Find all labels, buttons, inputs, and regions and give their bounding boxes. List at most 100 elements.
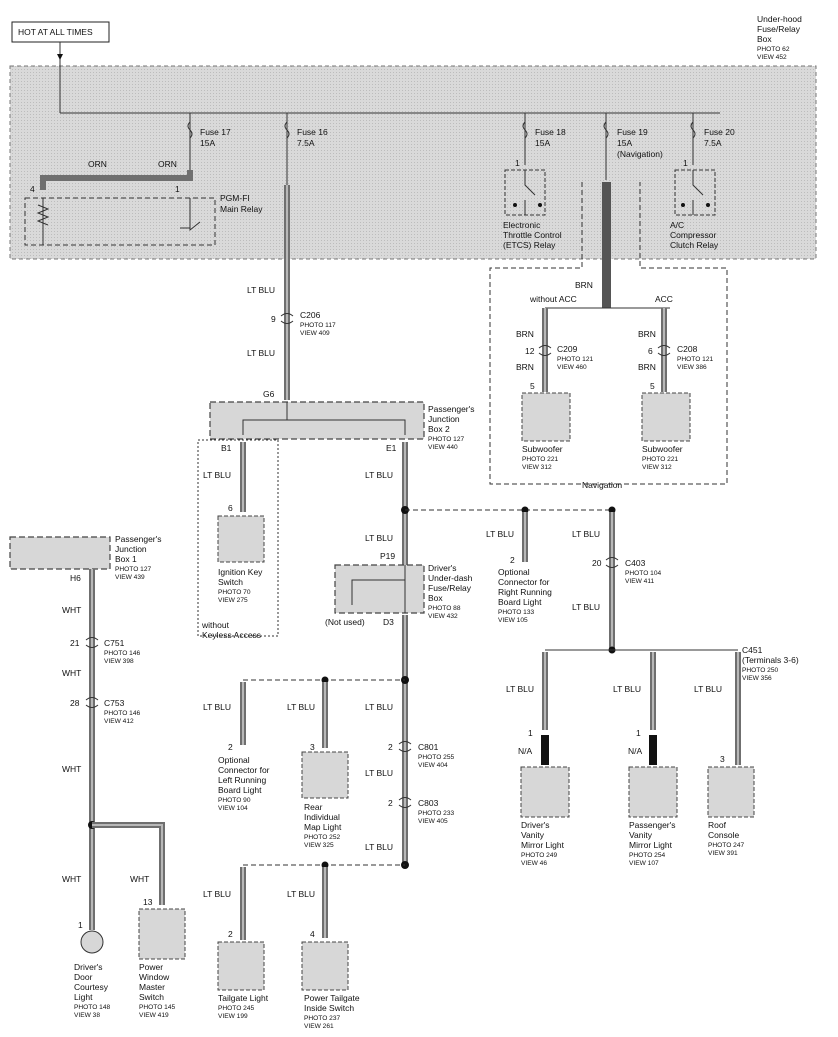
- svg-text:ORN: ORN: [88, 159, 107, 169]
- svg-text:LT BLU: LT BLU: [572, 529, 600, 539]
- svg-text:VIEW 386: VIEW 386: [677, 364, 707, 371]
- ignition-key-branch: LT BLU 6 Ignition Key Switch PHOTO 70 VI…: [197, 439, 279, 640]
- svg-text:Ignition Key: Ignition Key: [218, 567, 263, 577]
- svg-text:6: 6: [648, 346, 653, 356]
- svg-text:Individual: Individual: [304, 812, 340, 822]
- svg-text:PHOTO 146: PHOTO 146: [104, 650, 140, 657]
- svg-text:PHOTO 249: PHOTO 249: [521, 852, 557, 859]
- svg-text:5: 5: [530, 381, 535, 391]
- svg-text:PHOTO 233: PHOTO 233: [418, 810, 454, 817]
- svg-text:Rear: Rear: [304, 802, 323, 812]
- svg-text:PHOTO 127: PHOTO 127: [115, 566, 151, 573]
- svg-text:(Navigation): (Navigation): [617, 149, 663, 159]
- svg-text:Passenger's: Passenger's: [629, 820, 676, 830]
- svg-text:Subwoofer: Subwoofer: [522, 444, 563, 454]
- svg-text:3: 3: [720, 754, 725, 764]
- hot-at-all-times-label: HOT AT ALL TIMES: [18, 27, 93, 37]
- passengers-junction-box-1: Passenger's Junction Box 1 PHOTO 127 VIE…: [9, 534, 162, 583]
- svg-text:C206: C206: [300, 310, 321, 320]
- svg-text:2: 2: [388, 742, 393, 752]
- svg-text:WHT: WHT: [62, 764, 81, 774]
- svg-text:PHOTO 250: PHOTO 250: [742, 667, 778, 674]
- svg-text:Window: Window: [139, 972, 170, 982]
- svg-text:15A: 15A: [200, 138, 215, 148]
- svg-text:7.5A: 7.5A: [704, 138, 722, 148]
- svg-text:VIEW 38: VIEW 38: [74, 1012, 100, 1019]
- power-window-master-switch: [138, 908, 186, 960]
- svg-text:VIEW 312: VIEW 312: [642, 464, 672, 471]
- svg-text:Box: Box: [757, 34, 772, 44]
- svg-text:Connector for: Connector for: [498, 577, 550, 587]
- svg-text:BRN: BRN: [638, 362, 656, 372]
- svg-text:VIEW 199: VIEW 199: [218, 1013, 248, 1020]
- svg-text:C208: C208: [677, 344, 698, 354]
- svg-text:Courtesy: Courtesy: [74, 982, 109, 992]
- svg-text:Electronic: Electronic: [503, 220, 541, 230]
- svg-text:C209: C209: [557, 344, 578, 354]
- svg-text:PHOTO 133: PHOTO 133: [498, 609, 534, 616]
- svg-text:VIEW 452: VIEW 452: [757, 54, 787, 61]
- ignition-key-switch: [217, 515, 265, 563]
- svg-text:Fuse 18: Fuse 18: [535, 127, 566, 137]
- svg-text:PHOTO 117: PHOTO 117: [300, 322, 336, 329]
- svg-text:P19: P19: [380, 551, 395, 561]
- svg-text:E1: E1: [386, 443, 397, 453]
- svg-text:PHOTO 254: PHOTO 254: [629, 852, 665, 859]
- svg-text:Subwoofer: Subwoofer: [642, 444, 683, 454]
- svg-text:(ETCS) Relay: (ETCS) Relay: [503, 240, 556, 250]
- svg-text:A/C: A/C: [670, 220, 684, 230]
- svg-text:Fuse 20: Fuse 20: [704, 127, 735, 137]
- svg-text:2: 2: [228, 742, 233, 752]
- svg-text:PHOTO 252: PHOTO 252: [304, 834, 340, 841]
- svg-text:C751: C751: [104, 638, 125, 648]
- svg-text:Board Light: Board Light: [218, 785, 262, 795]
- svg-text:PHOTO 121: PHOTO 121: [557, 356, 593, 363]
- svg-text:LT BLU: LT BLU: [486, 529, 514, 539]
- svg-text:VIEW 325: VIEW 325: [304, 842, 334, 849]
- svg-text:PHOTO 104: PHOTO 104: [625, 570, 661, 577]
- svg-text:LT BLU: LT BLU: [365, 470, 393, 480]
- svg-text:Passenger's: Passenger's: [115, 534, 162, 544]
- svg-text:Under-dash: Under-dash: [428, 573, 473, 583]
- svg-text:VIEW 412: VIEW 412: [104, 718, 134, 725]
- tailgate-light: [217, 941, 265, 991]
- svg-text:Under-hood: Under-hood: [757, 14, 802, 24]
- fuse-20: Fuse 20 7.5A: [690, 113, 735, 165]
- svg-text:Power: Power: [139, 962, 163, 972]
- svg-text:without: without: [201, 620, 230, 630]
- svg-text:Fuse 17: Fuse 17: [200, 127, 231, 137]
- connector-c803: 2 C803 PHOTO 233 VIEW 405: [388, 797, 454, 825]
- svg-text:Fuse 19: Fuse 19: [617, 127, 648, 137]
- svg-text:VIEW 105: VIEW 105: [498, 617, 528, 624]
- svg-text:VIEW 439: VIEW 439: [115, 574, 145, 581]
- tailgate-light-branch: LT BLU 2 Tailgate Light PHOTO 245 VIEW 1…: [203, 867, 269, 1020]
- door-courtesy-branch: 1 Driver's Door Courtesy Light PHOTO 148…: [74, 920, 110, 1019]
- connector-c801: 2 C801 PHOTO 255 VIEW 404: [388, 741, 454, 769]
- svg-text:LT BLU: LT BLU: [247, 348, 275, 358]
- svg-text:C803: C803: [418, 798, 439, 808]
- svg-text:LT BLU: LT BLU: [203, 470, 231, 480]
- svg-text:LT BLU: LT BLU: [203, 702, 231, 712]
- svg-text:PHOTO 245: PHOTO 245: [218, 1005, 254, 1012]
- svg-text:BRN: BRN: [575, 280, 593, 290]
- svg-text:2: 2: [510, 555, 515, 565]
- fuse-18: Fuse 18 15A: [522, 113, 566, 165]
- svg-text:12: 12: [525, 346, 535, 356]
- svg-text:LT BLU: LT BLU: [287, 702, 315, 712]
- svg-text:15A: 15A: [617, 138, 632, 148]
- fuse-16: Fuse 16 7.5A: [284, 113, 328, 185]
- svg-text:Vanity: Vanity: [521, 830, 545, 840]
- fuse-19: Fuse 19 15A (Navigation): [603, 113, 663, 180]
- subwoofer-acc: BRN BRN 6 C208 PHOTO 121 VIEW 386 5 Subw…: [638, 308, 713, 471]
- svg-text:PGM-FI: PGM-FI: [220, 193, 250, 203]
- svg-text:1: 1: [528, 728, 533, 738]
- svg-text:LT BLU: LT BLU: [365, 842, 393, 852]
- svg-text:Right Running: Right Running: [498, 587, 552, 597]
- svg-text:LT BLU: LT BLU: [365, 702, 393, 712]
- left-running-board-branch: LT BLU 2 Optional Connector for Left Run…: [203, 682, 270, 812]
- svg-text:VIEW 404: VIEW 404: [418, 762, 448, 769]
- svg-text:VIEW 405: VIEW 405: [418, 818, 448, 825]
- svg-text:PHOTO 221: PHOTO 221: [522, 456, 558, 463]
- svg-text:20: 20: [592, 558, 602, 568]
- svg-text:Fuse/Relay: Fuse/Relay: [428, 583, 472, 593]
